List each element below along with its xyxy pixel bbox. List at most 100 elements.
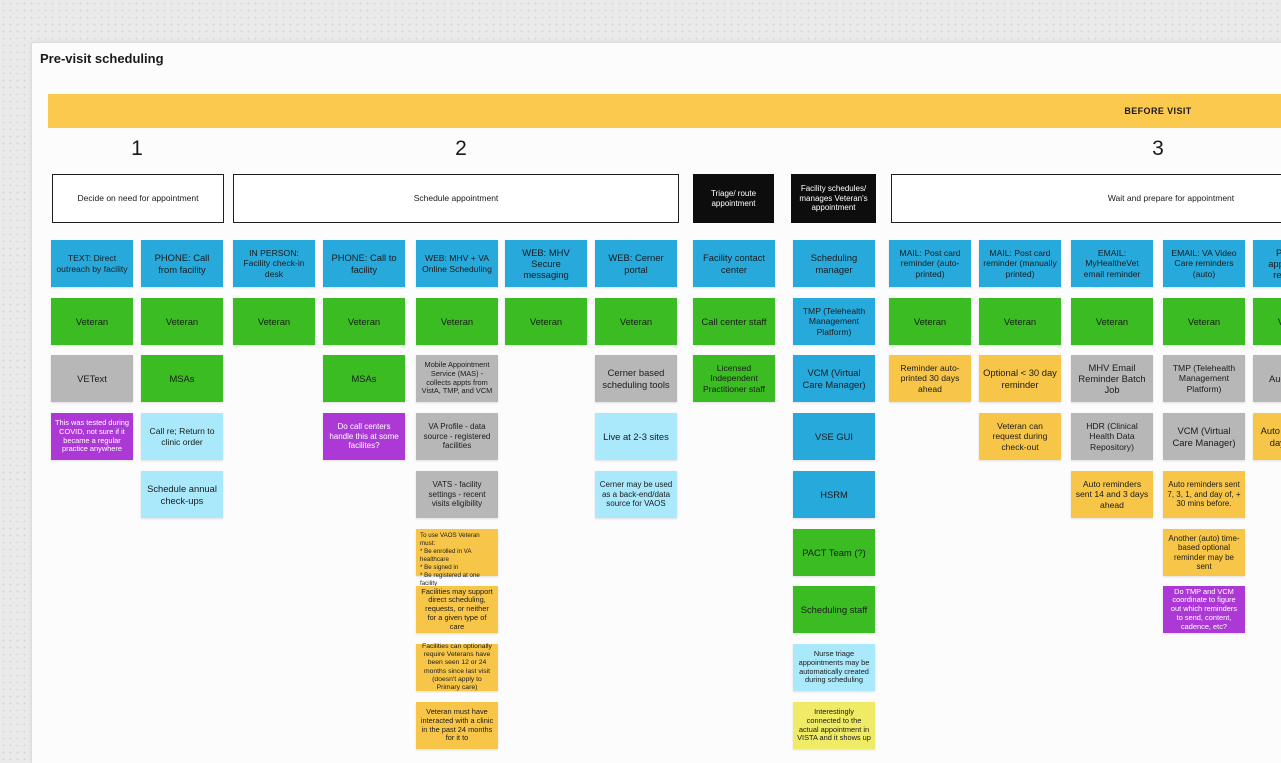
phase-box[interactable]: Facility schedules/ manages Veteran's ap… bbox=[791, 174, 876, 223]
sticky-note[interactable]: VCM (Virtual Care Manager) bbox=[793, 355, 875, 402]
sticky-note[interactable]: Auto reminder 3 days ahead bbox=[1253, 413, 1281, 460]
sticky-note[interactable]: Reminder auto-printed 30 days ahead bbox=[889, 355, 971, 402]
sticky-note-text: Veteran bbox=[165, 315, 199, 327]
sticky-note-text: Schedule annual check-ups bbox=[147, 483, 217, 506]
sticky-note[interactable]: TMP (Telehealth Management Platform) bbox=[1163, 355, 1245, 402]
sticky-note[interactable]: Scheduling staff bbox=[793, 586, 875, 633]
board-title[interactable]: Pre-visit scheduling bbox=[40, 51, 164, 66]
phase-box-label: Wait and prepare for appointment bbox=[1107, 193, 1235, 204]
sticky-note[interactable]: Licensed Independent Practitioner staff bbox=[693, 355, 775, 402]
sticky-note[interactable]: MSAs bbox=[323, 355, 405, 402]
phase-box[interactable]: Decide on need for appointment bbox=[52, 174, 224, 223]
sticky-note[interactable]: PHONE: appointment reminders bbox=[1253, 240, 1281, 287]
sticky-note-text: HDR (Clinical Health Data Repository) bbox=[1086, 421, 1138, 452]
sticky-note[interactable]: Live at 2-3 sites bbox=[595, 413, 677, 460]
phase-number[interactable]: 3 bbox=[1152, 137, 1164, 160]
sticky-note-text: Veteran bbox=[619, 315, 653, 327]
sticky-note[interactable]: WEB: MHV Secure messaging bbox=[505, 240, 587, 287]
sticky-note[interactable]: Do call centers handle this at some faci… bbox=[323, 413, 405, 460]
sticky-note[interactable]: PHONE: Call from facility bbox=[141, 240, 223, 287]
sticky-note[interactable]: WEB: MHV + VA Online Scheduling bbox=[416, 240, 498, 287]
sticky-note[interactable]: VCM (Virtual Care Manager) bbox=[1163, 413, 1245, 460]
phase-box[interactable]: Triage/ route appointment bbox=[693, 174, 774, 223]
sticky-note[interactable]: Scheduling manager bbox=[793, 240, 875, 287]
sticky-note[interactable]: PHONE: Call to facility bbox=[323, 240, 405, 287]
sticky-note[interactable]: Facilities can optionally require Vetera… bbox=[416, 643, 498, 691]
sticky-note-text: MSAs bbox=[169, 372, 195, 384]
sticky-note[interactable]: WEB: Cerner portal bbox=[595, 240, 677, 287]
sticky-note[interactable]: Veteran can request during check-out bbox=[979, 413, 1061, 460]
sticky-note[interactable]: Veteran bbox=[1253, 298, 1281, 345]
sticky-note-text: Live at 2-3 sites bbox=[603, 430, 669, 442]
sticky-note[interactable]: Veteran bbox=[505, 298, 587, 345]
phase-box[interactable]: Schedule appointment bbox=[233, 174, 679, 223]
sticky-note[interactable]: Veteran bbox=[233, 298, 315, 345]
sticky-note-text: Do TMP and VCM coordinate to figure out … bbox=[1170, 586, 1238, 631]
sticky-note[interactable]: HDR (Clinical Health Data Repository) bbox=[1071, 413, 1153, 460]
phase-number[interactable]: 2 bbox=[455, 137, 467, 160]
sticky-note-text: Veteran bbox=[1095, 315, 1129, 327]
sticky-note[interactable]: VEText bbox=[51, 355, 133, 402]
sticky-note[interactable]: Veteran bbox=[416, 298, 498, 345]
sticky-note-text: Auto reminders sent 14 and 3 days ahead bbox=[1075, 479, 1149, 510]
sticky-note[interactable]: To use VAOS Veteran must: * Be enrolled … bbox=[416, 529, 498, 604]
sticky-note-text: Cerner may be used as a back-end/data so… bbox=[599, 480, 673, 509]
sticky-note[interactable]: VATS - facility settings - recent visits… bbox=[416, 471, 498, 518]
sticky-note[interactable]: PACT Team (?) bbox=[793, 529, 875, 576]
sticky-note-text: Veteran bbox=[257, 315, 291, 327]
sticky-note[interactable]: MAIL: Post card reminder (manually print… bbox=[979, 240, 1061, 287]
sticky-note[interactable]: TEXT: Direct outreach by facility bbox=[51, 240, 133, 287]
sticky-note[interactable]: Veteran bbox=[1163, 298, 1245, 345]
sticky-note[interactable]: Veteran bbox=[979, 298, 1061, 345]
sticky-note[interactable]: EMAIL: MyHealtheVet email reminder bbox=[1071, 240, 1153, 287]
sticky-note[interactable]: Facility contact center bbox=[693, 240, 775, 287]
sticky-note[interactable]: VA Profile - data source - registered fa… bbox=[416, 413, 498, 460]
sticky-note[interactable]: Auto reminders sent 14 and 3 days ahead bbox=[1071, 471, 1153, 518]
sticky-note[interactable]: HSRM bbox=[793, 471, 875, 518]
sticky-note-text: Cerner based scheduling tools bbox=[602, 367, 670, 390]
phase-number[interactable]: 1 bbox=[131, 137, 143, 160]
sticky-note[interactable]: MHV Email Reminder Batch Job bbox=[1071, 355, 1153, 402]
sticky-note[interactable]: Auto reminders sent 7, 3, 1, and day of,… bbox=[1163, 471, 1245, 518]
phase-banner[interactable]: BEFORE VISIT bbox=[48, 94, 1281, 128]
sticky-note-text: VCM (Virtual Care Manager) bbox=[802, 367, 866, 390]
sticky-note[interactable]: Veteran bbox=[889, 298, 971, 345]
sticky-note[interactable]: Veteran bbox=[595, 298, 677, 345]
sticky-note[interactable]: EMAIL: VA Video Care reminders (auto) bbox=[1163, 240, 1245, 287]
sticky-note[interactable]: Veteran bbox=[141, 298, 223, 345]
sticky-note[interactable]: Facilities may support direct scheduling… bbox=[416, 586, 498, 633]
sticky-note[interactable]: Call center staff bbox=[693, 298, 775, 345]
sticky-note[interactable]: Veteran must have interacted with a clin… bbox=[416, 702, 498, 749]
sticky-note[interactable]: Call re; Return to clinic order bbox=[141, 413, 223, 460]
sticky-note[interactable]: AudioCARE bbox=[1253, 355, 1281, 402]
sticky-note[interactable]: Cerner based scheduling tools bbox=[595, 355, 677, 402]
sticky-note[interactable]: VSE GUI bbox=[793, 413, 875, 460]
sticky-note[interactable]: Interestingly connected to the actual ap… bbox=[793, 702, 875, 749]
sticky-note[interactable]: Another (auto) time-based optional remin… bbox=[1163, 529, 1245, 576]
sticky-note[interactable]: MSAs bbox=[141, 355, 223, 402]
sticky-note[interactable]: Veteran bbox=[51, 298, 133, 345]
sticky-note-text: Veteran bbox=[529, 315, 563, 327]
sticky-note[interactable]: IN PERSON: Facility check-in desk bbox=[233, 240, 315, 287]
sticky-note[interactable]: Nurse triage appointments may be automat… bbox=[793, 644, 875, 691]
sticky-note-text: Nurse triage appointments may be automat… bbox=[798, 649, 870, 685]
sticky-note[interactable]: Veteran bbox=[1071, 298, 1153, 345]
sticky-note[interactable]: Schedule annual check-ups bbox=[141, 471, 223, 518]
sticky-note-text: AudioCARE bbox=[1268, 372, 1281, 384]
sticky-note-text: Auto reminder 3 days ahead bbox=[1260, 425, 1281, 448]
sticky-note[interactable]: MAIL: Post card reminder (auto-printed) bbox=[889, 240, 971, 287]
sticky-note[interactable]: Optional < 30 day reminder bbox=[979, 355, 1061, 402]
sticky-note[interactable]: Veteran bbox=[323, 298, 405, 345]
sticky-note-text: PACT Team (?) bbox=[802, 546, 866, 558]
sticky-note[interactable]: TMP (Telehealth Management Platform) bbox=[793, 298, 875, 345]
sticky-note[interactable]: Cerner may be used as a back-end/data so… bbox=[595, 471, 677, 518]
sticky-note[interactable]: Do TMP and VCM coordinate to figure out … bbox=[1163, 586, 1245, 633]
sticky-note[interactable]: Mobile Appointment Service (MAS) - colle… bbox=[416, 355, 498, 402]
sticky-note-text: PHONE: appointment reminders bbox=[1268, 246, 1281, 281]
phase-box-label: Facility schedules/ manages Veteran's ap… bbox=[799, 184, 868, 213]
sticky-note-text: Facility contact center bbox=[703, 252, 765, 275]
phase-box[interactable]: Wait and prepare for appointment bbox=[891, 174, 1281, 223]
sticky-note[interactable]: This was tested during COVID, not sure i… bbox=[51, 413, 133, 460]
